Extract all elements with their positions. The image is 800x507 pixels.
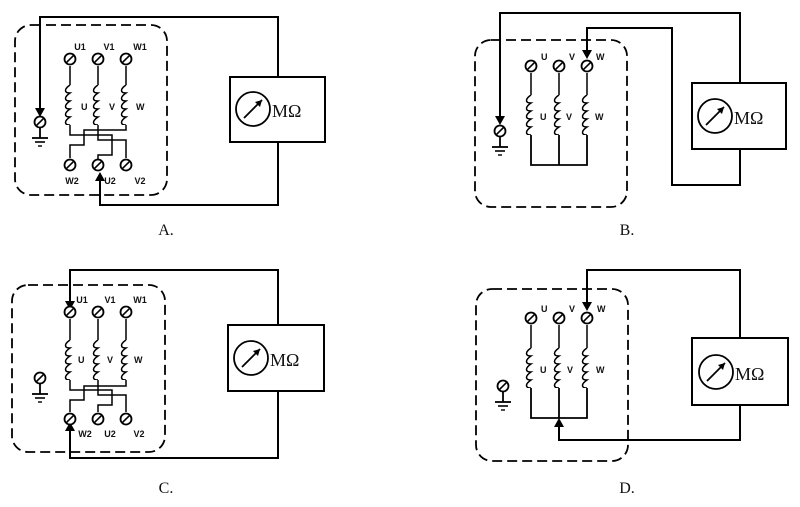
ground-icon: [494, 392, 512, 411]
terminal-label: V: [569, 304, 575, 314]
winding-label: W: [595, 112, 604, 122]
winding-label: V: [109, 102, 115, 112]
terminal-label: U: [541, 52, 548, 62]
meter-label: MΩ: [270, 350, 299, 370]
winding-coil-icon: [120, 340, 127, 380]
terminal-icon: [63, 305, 77, 319]
winding-label: U: [540, 112, 547, 122]
winding-coil-icon: [553, 348, 560, 388]
terminal-icon: [119, 52, 133, 66]
panel-caption: C.: [159, 480, 174, 497]
winding-label: W: [136, 102, 145, 112]
terminal-icon: [552, 59, 566, 73]
terminal-label: U2: [104, 429, 116, 439]
terminal-icon: [91, 305, 105, 319]
winding-coil-icon: [120, 85, 127, 125]
ground-terminal-icon: [33, 371, 47, 385]
winding-label: W: [596, 365, 605, 375]
winding-coil-icon: [525, 95, 532, 135]
ground-terminal-icon: [496, 379, 510, 393]
terminal-icon: [580, 311, 594, 325]
test-lead: [499, 12, 741, 186]
terminal-label: W2: [65, 176, 79, 186]
winding-coil-icon: [553, 95, 560, 135]
motor-housing: [14, 24, 168, 196]
terminal-label: V2: [134, 176, 145, 186]
winding-coil-icon: [64, 85, 71, 125]
winding-label: V: [566, 112, 572, 122]
meter-label: MΩ: [272, 101, 301, 121]
terminal-icon: [119, 305, 133, 319]
winding-label: V: [107, 355, 113, 365]
motor-housing: [474, 39, 628, 208]
terminal-icon: [91, 158, 105, 172]
terminal-icon: [91, 412, 105, 426]
terminal-label: U1: [74, 42, 86, 52]
terminal-icon: [119, 412, 133, 426]
winding-label: W: [134, 355, 143, 365]
panel-c: U1 V1 W1 U V W W2 U2 V2 MΩ C.: [11, 269, 325, 497]
terminal-label: U: [541, 304, 548, 314]
meter-label: MΩ: [734, 108, 763, 128]
terminal-icon: [580, 59, 594, 73]
winding-coil-icon: [581, 348, 588, 388]
ground-terminal-icon: [33, 115, 47, 129]
winding-label: U: [540, 365, 547, 375]
terminal-icon: [552, 311, 566, 325]
winding-coil-icon: [525, 348, 532, 388]
terminal-icon: [524, 311, 538, 325]
terminal-label: V1: [103, 42, 114, 52]
motor-housing: [11, 284, 166, 453]
panel-d: U V W U V W MΩ D.: [475, 269, 789, 497]
terminal-label: U1: [76, 295, 88, 305]
terminal-label: W: [596, 52, 605, 62]
winding-coil-icon: [581, 95, 588, 135]
meter-label: MΩ: [735, 364, 764, 384]
terminal-icon: [63, 158, 77, 172]
terminal-label: W: [597, 304, 606, 314]
ground-icon: [491, 137, 509, 156]
winding-coil-icon: [92, 85, 99, 125]
terminal-label: V2: [133, 429, 144, 439]
terminal-icon: [524, 59, 538, 73]
terminal-label: U2: [104, 176, 116, 186]
terminal-label: W1: [133, 42, 147, 52]
motor-housing: [475, 288, 629, 462]
terminal-icon: [91, 52, 105, 66]
panel-caption: B.: [620, 222, 635, 239]
ground-terminal-icon: [493, 124, 507, 138]
terminal-label: V1: [104, 295, 115, 305]
terminal-label: W2: [78, 429, 92, 439]
ground-icon: [31, 128, 49, 147]
winding-label: U: [81, 102, 88, 112]
panel-b: U V W U V W MΩ B.: [474, 12, 787, 239]
winding-label: V: [567, 365, 573, 375]
panel-a: U1 V1 W1 U V W W2 U2 V2 MΩ A.: [14, 16, 326, 239]
terminal-label: W1: [133, 295, 147, 305]
ground-icon: [31, 384, 49, 403]
winding-coil-icon: [92, 340, 99, 380]
terminal-icon: [63, 52, 77, 66]
panel-caption: D.: [619, 480, 635, 497]
terminal-icon: [63, 412, 77, 426]
terminal-label: V: [569, 52, 575, 62]
winding-coil-icon: [64, 340, 71, 380]
winding-label: U: [78, 355, 85, 365]
terminal-icon: [119, 158, 133, 172]
panel-caption: A.: [158, 222, 174, 239]
